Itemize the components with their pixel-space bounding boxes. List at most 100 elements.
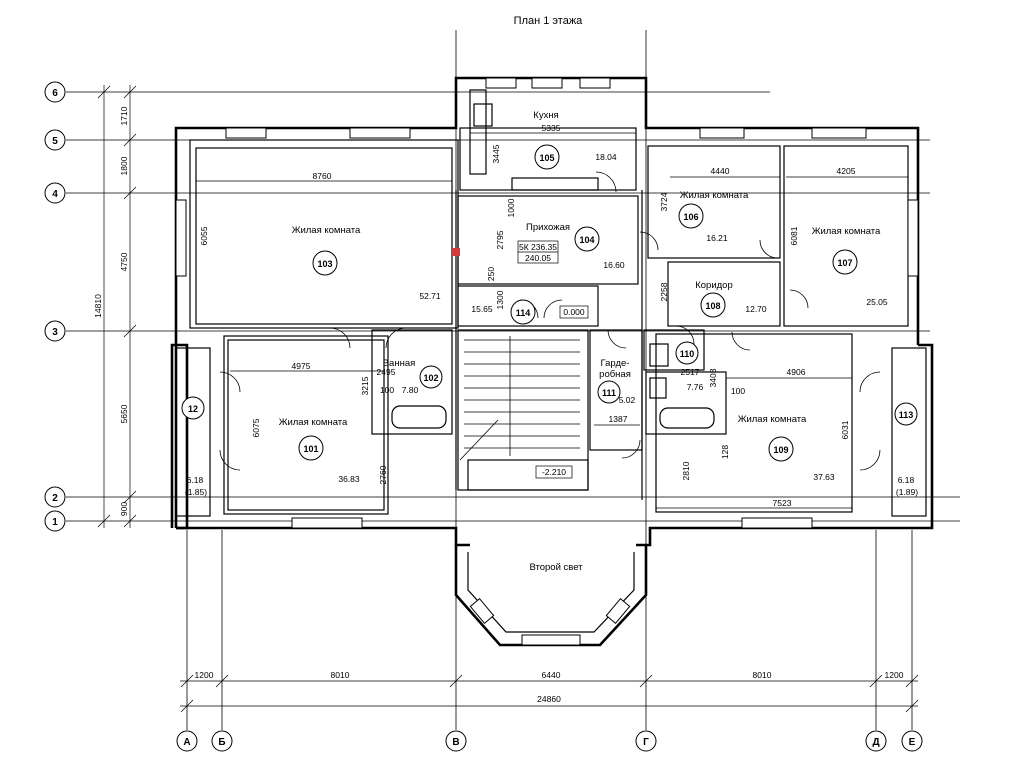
room-104: 1000 Прихожая 2795 104 5К 236.35 240.05 … [495, 198, 625, 270]
dim-2760: 2760 [378, 465, 388, 484]
room-107-area: 25.05 [866, 297, 888, 307]
dim-6081: 6081 [789, 226, 799, 245]
counter-105 [469, 89, 487, 175]
room-110-num: 110 [680, 349, 695, 359]
window-second-light [521, 634, 581, 646]
dim-left-1800: 1800 [119, 156, 129, 175]
room-113-area2: (1.89) [896, 487, 918, 497]
room-103: 8760 6055 Жилая комната 103 52.71 [196, 171, 452, 301]
room-114-area: 15.65 [471, 304, 493, 314]
dim-4440: 4440 [711, 166, 730, 176]
window-107 [811, 127, 867, 139]
window-103-1 [225, 127, 267, 139]
window-second-light-w [469, 598, 495, 624]
dim-left-1710: 1710 [119, 106, 129, 125]
dim-2517: 2517 [681, 367, 700, 377]
room-107-num: 107 [837, 258, 852, 268]
room-106-num: 106 [683, 212, 698, 222]
dim-3724: 3724 [659, 192, 669, 211]
room-110-area: 7.76 [687, 382, 704, 392]
dim-250: 250 [486, 267, 496, 281]
axis-label-b: Б [218, 737, 225, 748]
room-109-num: 109 [773, 445, 788, 455]
room-112-area2: (1.85) [185, 487, 207, 497]
dim-4975: 4975 [292, 361, 311, 371]
dim-bottom-8010-left: 8010 [331, 670, 350, 680]
window-103-west [175, 199, 187, 277]
sink-110 [649, 343, 669, 367]
dim-6055: 6055 [199, 226, 209, 245]
axis-label-v: В [452, 737, 459, 748]
room-105: Кухня 5335 3445 105 18.04 [470, 110, 636, 170]
dim-left-4750: 4750 [119, 252, 129, 271]
room-108-name: Коридор [695, 280, 733, 291]
dim-6031: 6031 [840, 420, 850, 439]
room-104-name: Прихожая [526, 222, 570, 233]
bathtub-102 [391, 405, 447, 429]
window-106 [699, 127, 745, 139]
room-101-name: Жилая комната [279, 417, 348, 428]
marker-red [452, 248, 460, 256]
room-114: 250 1300 15.65 114 0.000 [471, 267, 589, 325]
toilet-110 [649, 377, 667, 399]
dim-1000: 1000 [506, 198, 516, 217]
room-105-name: Кухня [533, 110, 558, 121]
dim-2810: 2810 [681, 461, 691, 480]
level-lower: -2.210 [542, 467, 566, 477]
room-112-area: 6.18 [187, 475, 204, 485]
axis-label-3: 3 [52, 327, 58, 338]
room-107-name: Жилая комната [812, 226, 881, 237]
bathtub-110 [659, 407, 715, 429]
stove-105 [473, 103, 493, 127]
axis-label-a: А [183, 737, 190, 748]
row-axis-labels: 6 5 4 3 2 1 [44, 81, 66, 532]
dim-100-a: 100 [380, 385, 394, 395]
staircase [459, 336, 589, 491]
room-109-name: Жилая комната [738, 414, 807, 425]
window-109-south [741, 517, 813, 529]
col-axis-labels: А Б В Г Д Е [176, 730, 923, 752]
room-114-num: 114 [516, 308, 531, 318]
room-112-num: 12 [188, 404, 198, 414]
room-110: 110 2517 3403 7.76 [675, 341, 718, 392]
left-dimension-chain: 1710 1800 4750 5650 900 14810 [93, 85, 137, 528]
window-103-2 [349, 127, 411, 139]
dim-3445: 3445 [491, 144, 501, 163]
dim-2795: 2795 [495, 230, 505, 249]
room-109-area: 37.63 [813, 472, 835, 482]
room-102: Ванная 2495 3215 102 100 7.80 [360, 358, 443, 395]
room-102-num: 102 [423, 373, 438, 383]
room-101-num: 101 [303, 444, 318, 454]
room-112: 12 6.18 (1.85) [181, 396, 207, 497]
lower-area: -2.210 Второй свет [529, 465, 583, 573]
room-111-area: 5.02 [619, 395, 636, 405]
window-kitchen-1 [485, 77, 517, 89]
room-111-num: 111 [602, 388, 616, 398]
room-106-area: 16.21 [706, 233, 728, 243]
dim-bottom-6440: 6440 [542, 670, 561, 680]
plan-title: План 1 этажа [514, 15, 584, 27]
dim-bottom-1200-right: 1200 [885, 670, 904, 680]
room-103-area: 52.71 [419, 291, 441, 301]
level-mark-2: 240.05 [525, 253, 551, 263]
room-111-name2: робная [599, 369, 631, 380]
room-113-num: 113 [899, 410, 914, 420]
axis-label-2: 2 [52, 493, 58, 504]
room-113-area: 6.18 [898, 475, 915, 485]
axis-label-1: 1 [52, 517, 58, 528]
bottom-dimension-chain: 1200 8010 6440 8010 1200 24860 [180, 670, 919, 713]
room-105-num: 105 [539, 153, 554, 163]
window-107-east [907, 199, 919, 277]
room-111-name1: Гарде- [601, 358, 630, 369]
room-105-area: 18.04 [595, 152, 617, 162]
room-102-name: Ванная [383, 358, 416, 369]
dim-bottom-24860: 24860 [537, 694, 561, 704]
room-103-name: Жилая комната [292, 225, 361, 236]
counter-105-s [511, 177, 599, 191]
level-stair: 0.000 [563, 307, 585, 317]
room-103-num: 103 [317, 259, 332, 269]
dim-1300: 1300 [495, 290, 505, 309]
room-113: 113 6.18 (1.89) [894, 402, 918, 497]
dim-2258: 2258 [659, 282, 669, 301]
